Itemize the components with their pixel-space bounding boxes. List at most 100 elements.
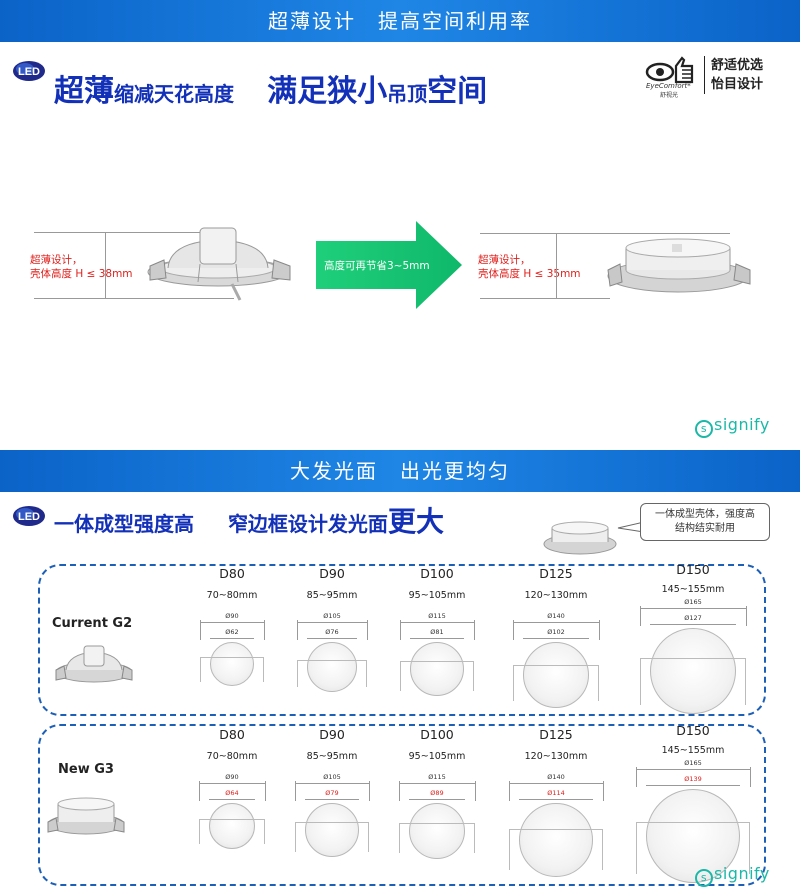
signify-s-icon-2: s [695, 869, 713, 887]
outer-dim-line [513, 622, 599, 623]
cutout-range: 70~80mm [206, 751, 258, 762]
inner-diameter: Ø139 [684, 775, 702, 783]
inner-diameter: Ø81 [430, 628, 444, 636]
dimension-guide [399, 781, 400, 801]
size-label: D100 [420, 566, 454, 581]
dimension-guide [474, 620, 475, 640]
new-g3-panel [38, 724, 766, 886]
outer-diameter: Ø90 [225, 773, 239, 781]
light-emitting-face [523, 642, 589, 708]
inner-diameter: Ø62 [225, 628, 239, 636]
inner-diameter: Ø114 [547, 789, 565, 797]
cutout-range: 70~80mm [206, 590, 258, 601]
cutout-range: 95~105mm [408, 751, 466, 762]
outer-dim-line [509, 783, 603, 784]
mounting-bracket [400, 660, 474, 691]
svg-text:LED: LED [18, 511, 40, 523]
signify-s-icon: s [695, 420, 713, 438]
section2-headline: 一体成型强度高 窄边框设计发光面更大 [54, 505, 444, 538]
outer-dim-line [200, 622, 264, 623]
logo-brand: EyeComfort* [646, 82, 691, 90]
dimension-guide [200, 620, 201, 640]
mounting-bracket [297, 659, 367, 687]
inner-diameter: Ø76 [325, 628, 339, 636]
eye-thumb-icon [645, 56, 694, 84]
size-label: D90 [319, 727, 345, 742]
dimension-guide [640, 606, 641, 626]
mounting-bracket [513, 665, 599, 702]
mounting-bracket [640, 658, 746, 706]
outer-diameter: Ø115 [428, 612, 446, 620]
light-emitting-face [410, 642, 464, 696]
inner-diameter: Ø102 [547, 628, 565, 636]
right-height-note: 超薄设计， 壳体高度 H ≤ 35mm [478, 254, 581, 280]
led-badge-icon: LED [13, 61, 45, 81]
inner-dim-line [305, 799, 359, 800]
new-downlight-image [607, 238, 751, 293]
outer-diameter: Ø115 [428, 773, 446, 781]
light-emitting-face [519, 803, 593, 877]
new-g3-title: New G3 [58, 762, 114, 777]
size-label: D125 [539, 727, 573, 742]
current-g2-panel [38, 564, 766, 716]
g3-small-image [543, 521, 617, 555]
size-label: D150 [676, 723, 710, 738]
cutout-range: 95~105mm [408, 590, 466, 601]
mounting-bracket [200, 657, 264, 682]
section1-headline: 超薄缩减天花高度 满足狭小吊顶空间 [54, 74, 488, 109]
dimension-guide [297, 620, 298, 640]
inner-diameter: Ø89 [430, 789, 444, 797]
outer-diameter: Ø140 [547, 773, 565, 781]
mounting-bracket [509, 828, 603, 870]
inner-dim-line [410, 638, 464, 639]
size-label: D150 [676, 562, 710, 577]
section2-banner: 大发光面 出光更均匀 [0, 450, 800, 492]
light-emitting-face [409, 803, 465, 859]
eyecomfort-logo: 舒适优选 怡目设计 [644, 52, 774, 96]
mounting-bracket [636, 821, 750, 874]
outer-dim-line [295, 783, 369, 784]
logo-line1: 舒适优选 [711, 58, 764, 73]
light-emitting-face [209, 803, 255, 849]
structure-callout: 一体成型壳体，强度高 结构结实耐用 [640, 503, 770, 541]
outer-dim-line [636, 769, 750, 770]
size-label: D125 [539, 566, 573, 581]
size-label: D80 [219, 566, 245, 581]
dimension-guide [265, 781, 266, 801]
inner-diameter: Ø79 [325, 789, 339, 797]
outer-diameter: Ø165 [684, 759, 702, 767]
outer-diameter: Ø90 [225, 612, 239, 620]
right-bottom-guide [480, 298, 610, 299]
outer-diameter: Ø105 [323, 612, 341, 620]
dimension-guide [636, 767, 637, 787]
outer-dim-line [400, 622, 474, 623]
left-bottom-guide [34, 298, 234, 299]
current-g2-title: Current G2 [52, 616, 133, 631]
section1-banner: 超薄设计 提高空间利用率 [0, 0, 800, 42]
cutout-range: 85~95mm [306, 590, 358, 601]
dimension-guide [603, 781, 604, 801]
left-height-note: 超薄设计， 壳体高度 H ≤ 38mm [30, 254, 133, 280]
logo-line2: 怡目设计 [711, 77, 764, 92]
dimension-guide [750, 767, 751, 787]
svg-text:LED: LED [18, 66, 40, 78]
light-emitting-face [646, 789, 740, 883]
inner-dim-line [209, 799, 255, 800]
mounting-bracket [199, 819, 265, 845]
inner-dim-line [519, 799, 593, 800]
light-emitting-face [307, 642, 357, 692]
reduce-arrow-icon [316, 221, 462, 309]
inner-dim-line [646, 785, 740, 786]
dimension-guide [513, 620, 514, 640]
outer-dim-line [297, 622, 367, 623]
led-badge-icon-2: LED [13, 506, 45, 526]
dimension-guide [264, 620, 265, 640]
outer-dim-line [199, 783, 265, 784]
cutout-range: 85~95mm [306, 751, 358, 762]
callout-pointer-icon [617, 521, 644, 533]
current-downlight-image [147, 227, 291, 301]
dimension-guide [199, 781, 200, 801]
right-top-guide [480, 233, 730, 234]
inner-dim-line [409, 799, 465, 800]
outer-dim-line [640, 608, 746, 609]
